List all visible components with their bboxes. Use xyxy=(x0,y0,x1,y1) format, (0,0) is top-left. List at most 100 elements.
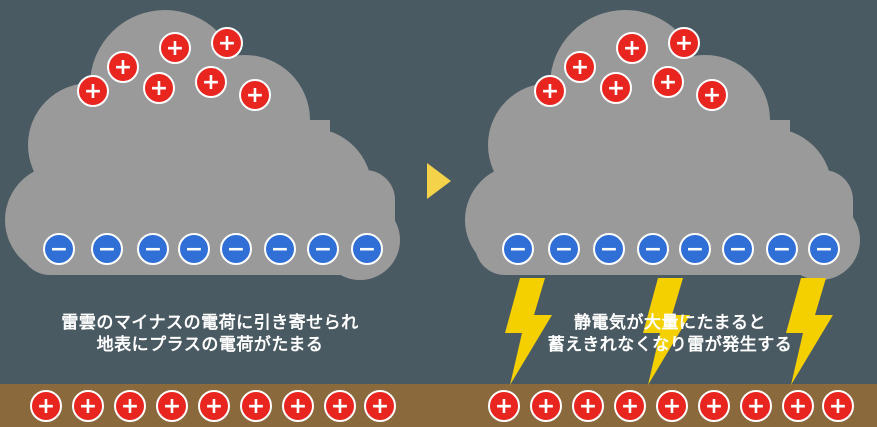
svg-text:−: − xyxy=(50,237,68,262)
positive-charge-icon: + xyxy=(72,390,104,422)
svg-text:+: + xyxy=(537,394,555,419)
lightning-bolt-icon xyxy=(786,278,833,385)
svg-text:+: + xyxy=(331,394,349,419)
positive-charge-icon: + xyxy=(198,390,230,422)
positive-charge-icon: + xyxy=(822,390,854,422)
positive-charge-icon: + xyxy=(211,27,243,59)
positive-charge-icon: + xyxy=(107,51,139,83)
svg-text:+: + xyxy=(79,394,97,419)
svg-text:−: − xyxy=(815,237,833,262)
positive-charge-icon: + xyxy=(239,79,271,111)
negative-charge-icon: − xyxy=(679,233,711,265)
negative-charge-icon: − xyxy=(264,233,296,265)
left-cloud xyxy=(5,10,400,280)
positive-charge-icon: + xyxy=(282,390,314,422)
svg-text:+: + xyxy=(579,394,597,419)
left-caption-line1: 雷雲のマイナスの電荷に引き寄せられ xyxy=(61,313,359,333)
ground xyxy=(0,384,877,427)
positive-charge-icon: + xyxy=(488,390,520,422)
svg-text:−: − xyxy=(729,237,747,262)
positive-charge-icon: + xyxy=(534,75,566,107)
negative-charge-icon: − xyxy=(637,233,669,265)
svg-text:+: + xyxy=(747,394,765,419)
positive-charge-icon: + xyxy=(240,390,272,422)
svg-text:−: − xyxy=(271,237,289,262)
svg-text:−: − xyxy=(185,237,203,262)
positive-charge-icon: + xyxy=(698,390,730,422)
svg-text:−: − xyxy=(144,237,162,262)
positive-charge-icon: + xyxy=(740,390,772,422)
positive-charge-icon: + xyxy=(564,51,596,83)
svg-text:+: + xyxy=(246,83,264,108)
svg-text:+: + xyxy=(623,36,641,61)
positive-charge-icon: + xyxy=(600,72,632,104)
positive-charge-icon: + xyxy=(364,390,396,422)
left-caption-line2: 地表にプラスの電荷がたまる xyxy=(96,335,324,355)
svg-text:+: + xyxy=(218,31,236,56)
negative-charge-icon: − xyxy=(351,233,383,265)
right-caption-line1: 静電気が大量にたまると xyxy=(574,313,766,333)
right-caption: 静電気が大量にたまると 蓄えきれなくなり雷が発生する xyxy=(490,312,850,356)
negative-charge-icon: − xyxy=(548,233,580,265)
svg-text:+: + xyxy=(675,31,693,56)
svg-text:−: − xyxy=(773,237,791,262)
svg-text:−: − xyxy=(509,237,527,262)
positive-charge-icon: + xyxy=(195,66,227,98)
svg-text:+: + xyxy=(541,79,559,104)
positive-charge-icon: + xyxy=(696,79,728,111)
positive-charge-icon: + xyxy=(143,72,175,104)
svg-text:+: + xyxy=(703,83,721,108)
negative-charge-icon: − xyxy=(137,233,169,265)
left-caption: 雷雲のマイナスの電荷に引き寄せられ 地表にプラスの電荷がたまる xyxy=(30,312,390,356)
negative-charge-icon: − xyxy=(502,233,534,265)
svg-text:+: + xyxy=(150,76,168,101)
svg-text:−: − xyxy=(314,237,332,262)
svg-text:+: + xyxy=(121,394,139,419)
svg-text:+: + xyxy=(247,394,265,419)
positive-charge-icon: + xyxy=(668,27,700,59)
negative-charge-icon: − xyxy=(178,233,210,265)
svg-text:+: + xyxy=(829,394,847,419)
svg-text:+: + xyxy=(371,394,389,419)
svg-text:+: + xyxy=(205,394,223,419)
svg-text:+: + xyxy=(571,55,589,80)
positive-charge-icon: + xyxy=(30,390,62,422)
positive-charge-icon: + xyxy=(159,32,191,64)
charges: +++++++−−−−−−−−++++++++++++++++−−−−−−−−+… xyxy=(30,27,854,422)
svg-text:+: + xyxy=(289,394,307,419)
negative-charge-icon: − xyxy=(593,233,625,265)
negative-charge-icon: − xyxy=(722,233,754,265)
svg-text:+: + xyxy=(84,79,102,104)
svg-text:+: + xyxy=(621,394,639,419)
svg-text:−: − xyxy=(644,237,662,262)
negative-charge-icon: − xyxy=(91,233,123,265)
positive-charge-icon: + xyxy=(782,390,814,422)
positive-charge-icon: + xyxy=(652,66,684,98)
negative-charge-icon: − xyxy=(307,233,339,265)
positive-charge-icon: + xyxy=(77,75,109,107)
svg-text:+: + xyxy=(163,394,181,419)
triangle-right-icon xyxy=(427,163,451,199)
positive-charge-icon: + xyxy=(572,390,604,422)
svg-text:+: + xyxy=(789,394,807,419)
positive-charge-icon: + xyxy=(530,390,562,422)
svg-text:−: − xyxy=(686,237,704,262)
svg-text:+: + xyxy=(663,394,681,419)
svg-text:+: + xyxy=(495,394,513,419)
svg-text:−: − xyxy=(600,237,618,262)
svg-text:+: + xyxy=(37,394,55,419)
svg-text:+: + xyxy=(705,394,723,419)
lightning-bolt-icon xyxy=(643,278,690,385)
svg-text:+: + xyxy=(166,36,184,61)
svg-text:−: − xyxy=(358,237,376,262)
positive-charge-icon: + xyxy=(614,390,646,422)
negative-charge-icon: − xyxy=(220,233,252,265)
positive-charge-icon: + xyxy=(156,390,188,422)
negative-charge-icon: − xyxy=(808,233,840,265)
lightning-bolts xyxy=(505,278,833,385)
positive-charge-icon: + xyxy=(114,390,146,422)
negative-charge-icon: − xyxy=(766,233,798,265)
right-caption-line2: 蓄えきれなくなり雷が発生する xyxy=(547,335,793,355)
svg-text:+: + xyxy=(607,76,625,101)
